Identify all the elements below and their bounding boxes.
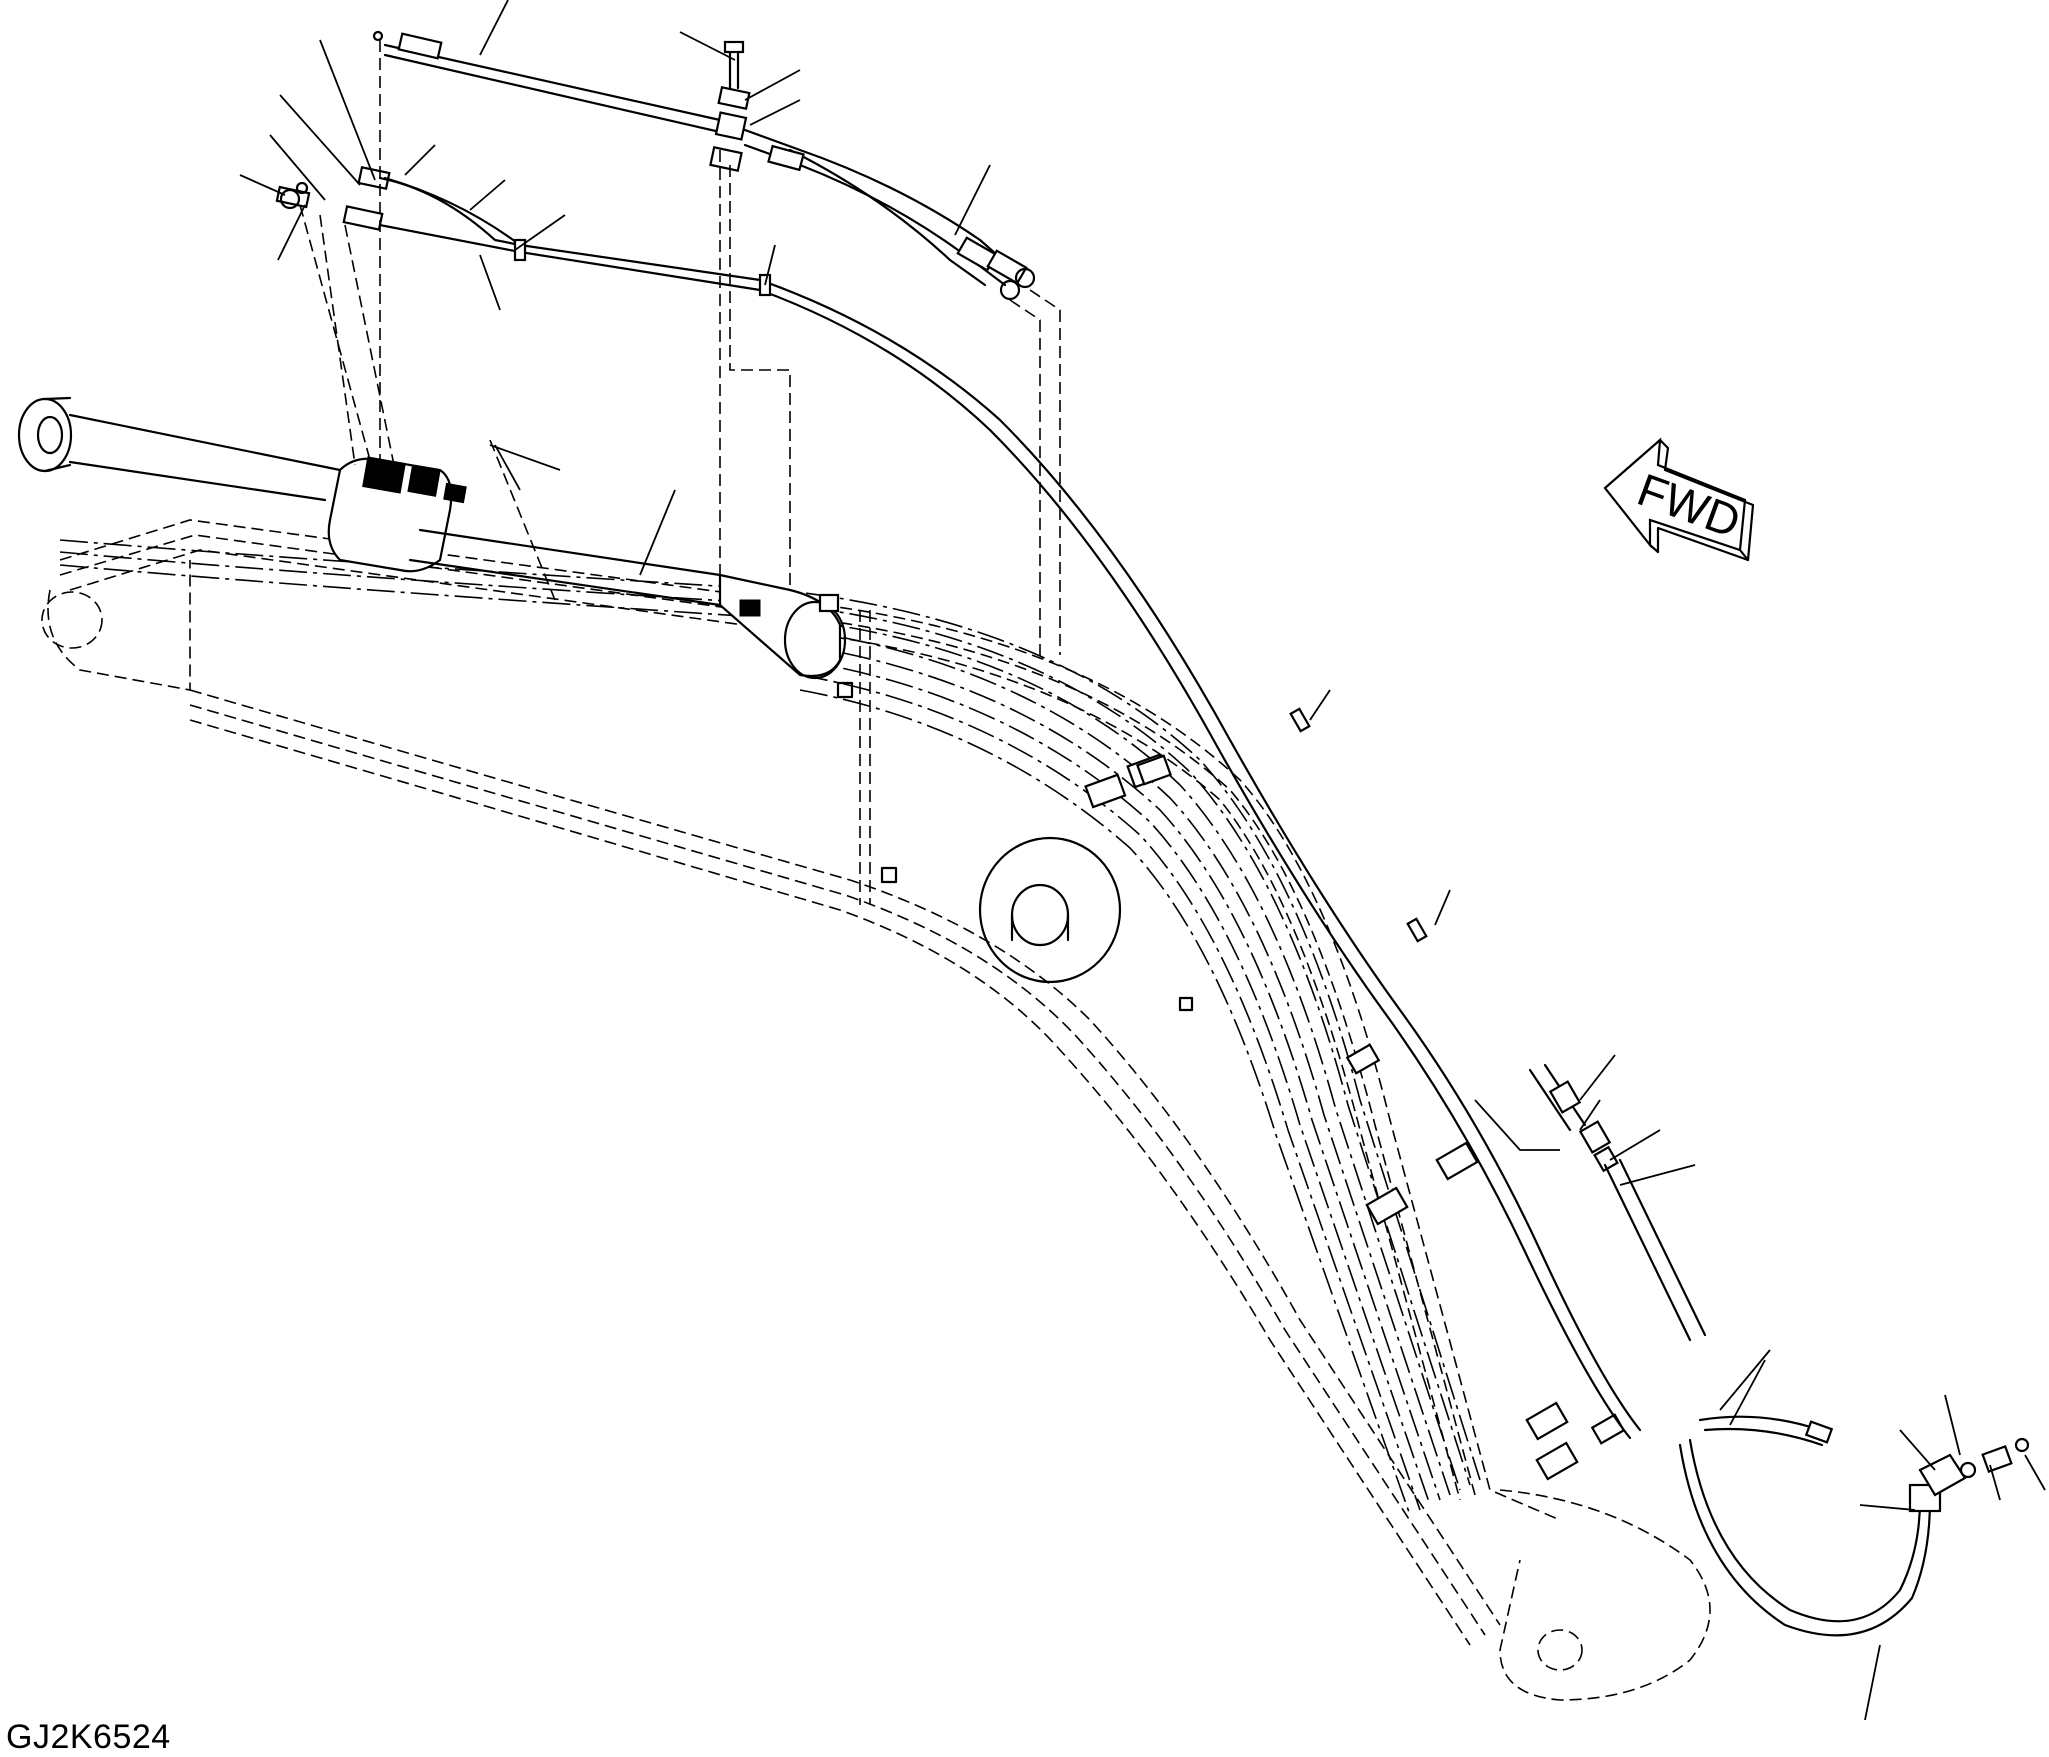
leader-lines	[239, 0, 2046, 1721]
arm-cylinder	[17, 396, 847, 680]
hose-lines	[275, 30, 2030, 1637]
boom-body	[41, 519, 1711, 1701]
assembly-lines	[299, 40, 1061, 660]
forward-direction-arrow: FWD	[1603, 437, 1755, 562]
drawing-id: GJ2K6524	[6, 1718, 171, 1756]
